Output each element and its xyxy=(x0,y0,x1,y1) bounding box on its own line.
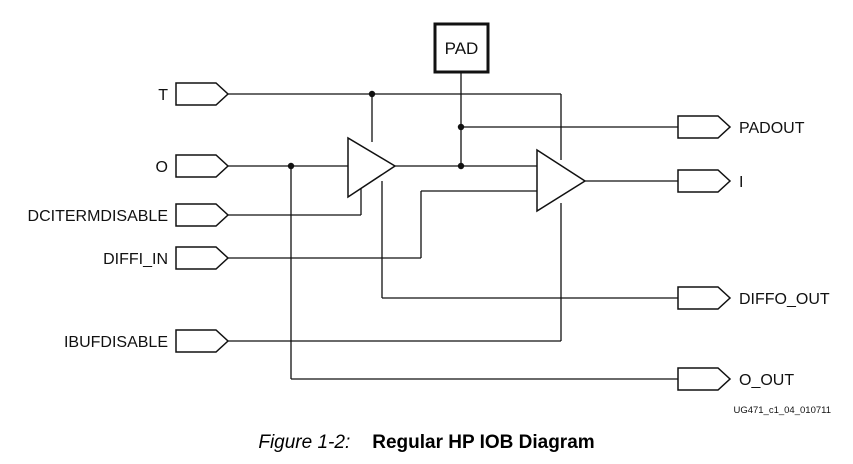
label-padout: PADOUT xyxy=(739,120,805,137)
port-dcitermdisable xyxy=(175,203,230,227)
port-ibufdisable xyxy=(175,329,230,353)
port-diffo-out xyxy=(677,286,732,310)
output-buffer-symbol xyxy=(347,136,397,199)
junction-dot-padout xyxy=(457,123,465,131)
label-i: I xyxy=(739,174,743,191)
figure-caption: Figure 1-2: Regular HP IOB Diagram xyxy=(0,432,853,454)
port-padout xyxy=(677,115,732,139)
port-diffi-in xyxy=(175,246,230,270)
label-o: O xyxy=(156,159,168,176)
caption-figure-number: Figure 1-2: xyxy=(258,432,351,453)
pad-label: PAD xyxy=(445,39,479,58)
junction-dot-o xyxy=(287,162,295,170)
port-i xyxy=(677,169,732,193)
junction-dot-pad-out xyxy=(457,162,465,170)
label-t: T xyxy=(158,87,168,104)
port-t xyxy=(175,82,230,106)
label-o-out: O_OUT xyxy=(739,372,794,389)
pad-box xyxy=(433,22,490,74)
junction-dots xyxy=(287,90,465,170)
wires xyxy=(228,72,678,380)
label-diffi-in: DIFFI_IN xyxy=(103,251,168,268)
input-buffer-symbol xyxy=(536,148,587,213)
label-diffo-out: DIFFO_OUT xyxy=(739,291,830,308)
label-dcitermdisable: DCITERMDISABLE xyxy=(28,208,168,225)
label-ibufdisable: IBUFDISABLE xyxy=(64,334,168,351)
port-o-out xyxy=(677,367,732,391)
junction-dot-t xyxy=(368,90,376,98)
port-o xyxy=(175,154,230,178)
caption-title: Regular HP IOB Diagram xyxy=(372,432,595,453)
figure-reference-id: UG471_c1_04_010711 xyxy=(733,405,831,416)
